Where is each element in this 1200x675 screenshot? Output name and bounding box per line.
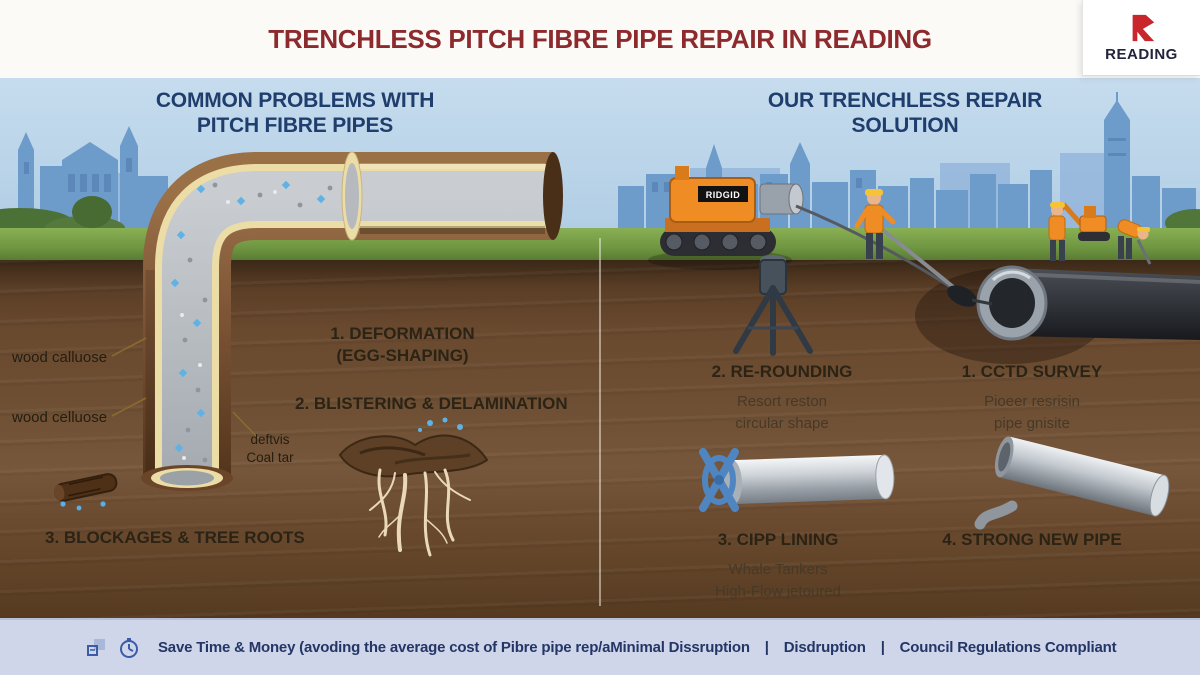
benefits-footer: Save Time & Money (avoding the average c… (0, 618, 1200, 675)
right-heading-line2: SOLUTION (851, 114, 959, 138)
worker-with-rod (854, 189, 964, 296)
reading-logo-card: READING (1082, 0, 1200, 76)
right-heading-line1: OUR TRENCHLESS REPAIR (767, 89, 1043, 112)
reading-logo-text: READING (1105, 45, 1178, 63)
callout-coal-tar: deftvis Coal tar (236, 431, 304, 466)
strong-new-pipe (974, 436, 1170, 530)
root-tendrils (369, 468, 471, 557)
worker-standing (1048, 202, 1066, 261)
footer-separator: | (764, 639, 769, 656)
step-newpipe-title: 4. STRONG NEW PIPE (942, 530, 1122, 549)
pipe-elbow-hook (974, 500, 1018, 530)
step-rerounding-desc: Resort reston circular shape (735, 393, 829, 432)
left-heading-line2: PITCH FIBRE PIPES (196, 114, 394, 138)
pipe-debris-speckles (170, 180, 333, 463)
host-pipe (947, 265, 1200, 341)
footer-segment-2: Disdruption (783, 639, 866, 656)
callout-coal-line1: deftvis (250, 432, 290, 447)
new-pipe-body (994, 436, 1170, 517)
left-heading-line1: COMMON PROBLEMS WITH (155, 89, 435, 112)
moisture-droplets (418, 417, 463, 432)
machine-brand-plate (698, 186, 748, 202)
problem-blistering: 2. BLISTERING & DELAMINATION (295, 394, 568, 413)
trenchless-repair-scene: RIDGID (648, 166, 1200, 364)
problem-deformation-title: 1. DEFORMATION (330, 324, 475, 343)
step-rerounding-title: 2. RE-ROUNDING (711, 362, 853, 381)
hard-hat-icon (1050, 202, 1065, 208)
callout-wood-cellulose-bottom: wood celluose (12, 409, 108, 426)
pig-cutter-head (947, 285, 977, 307)
machine-brand-label: RIDGID (706, 190, 741, 200)
step-strong-new-pipe: 4. STRONG NEW PIPE (942, 530, 1122, 559)
footer-segment-3: Council Regulations Compliant (899, 639, 1117, 656)
step-cipp-desc: Whale Tankers High-Flow jetoured (715, 561, 841, 600)
callout-wood-cellulose-top: wood calluose (12, 349, 108, 366)
cipp-liner-pipe (699, 448, 895, 512)
tree-roots-illustration (338, 417, 489, 557)
problem-blockages: 3. BLOCKAGES & TREE ROOTS (45, 528, 305, 547)
left-section-heading: COMMON PROBLEMS WITH PITCH FIBRE PIPES (95, 88, 495, 138)
right-section-heading: OUR TRENCHLESS REPAIR SOLUTION (705, 88, 1105, 138)
pipe-uncut-exterior (341, 151, 563, 241)
step-rerounding: 2. RE-ROUNDING Resort reston circular sh… (702, 362, 862, 435)
pipe-debris-fragment (54, 473, 118, 511)
problem-deformation-subtitle: (EGG-SHAPING) (336, 346, 469, 366)
tripod-rerounding-rig (733, 255, 813, 356)
step-cipp-lining: 3. CIPP LINING Whale Tankers High-Flow j… (678, 530, 878, 603)
step-cipp-title: 3. CIPP LINING (717, 530, 839, 549)
worker-bent-over (1117, 219, 1152, 265)
mini-excavator (1052, 202, 1110, 241)
sky-background (0, 78, 1200, 228)
pipe-elbow (143, 152, 553, 478)
pipe-open-end (141, 465, 233, 491)
step-cctv-title: 1. CCTD SURVEY (961, 362, 1103, 381)
pitch-fibre-pipe-cross-section (111, 151, 563, 491)
step-cctv-survey: 1. CCTD SURVEY Pioeer resrisin pipe gnis… (952, 362, 1112, 435)
debris-droplets (60, 501, 106, 511)
callout-coal-line2: Coal tar (246, 449, 294, 465)
root-mass (338, 434, 489, 478)
problem-deformation: 1. DEFORMATION (EGG-SHAPING) (325, 323, 480, 367)
reading-ribbon-icon (1132, 14, 1154, 41)
savings-icon (87, 638, 105, 656)
section-divider (599, 238, 601, 606)
foreground-bushes (0, 196, 1200, 228)
header-band: TRENCHLESS PITCH FIBRE PIPE REPAIR IN RE… (0, 0, 1200, 78)
liner-body (723, 454, 895, 505)
debris-log (54, 473, 118, 502)
timer-icon (120, 637, 138, 658)
hard-hat-icon (865, 189, 883, 196)
step-cctv-desc: Pioeer resrisin pipe gnisite (984, 393, 1080, 432)
footer-separator: | (880, 639, 885, 656)
page-title: TRENCHLESS PITCH FIBRE PIPE REPAIR IN RE… (268, 24, 932, 54)
footer-segment-1: Save Time & Money (avoding the average c… (158, 639, 750, 656)
footer-benefits-text: Save Time & Money (avoding the average c… (158, 639, 1117, 656)
hard-hat-icon (1137, 227, 1150, 232)
callout-leader-lines (111, 337, 261, 441)
winch-machine: RIDGID (660, 166, 804, 256)
blue-end-fitting (699, 448, 739, 512)
